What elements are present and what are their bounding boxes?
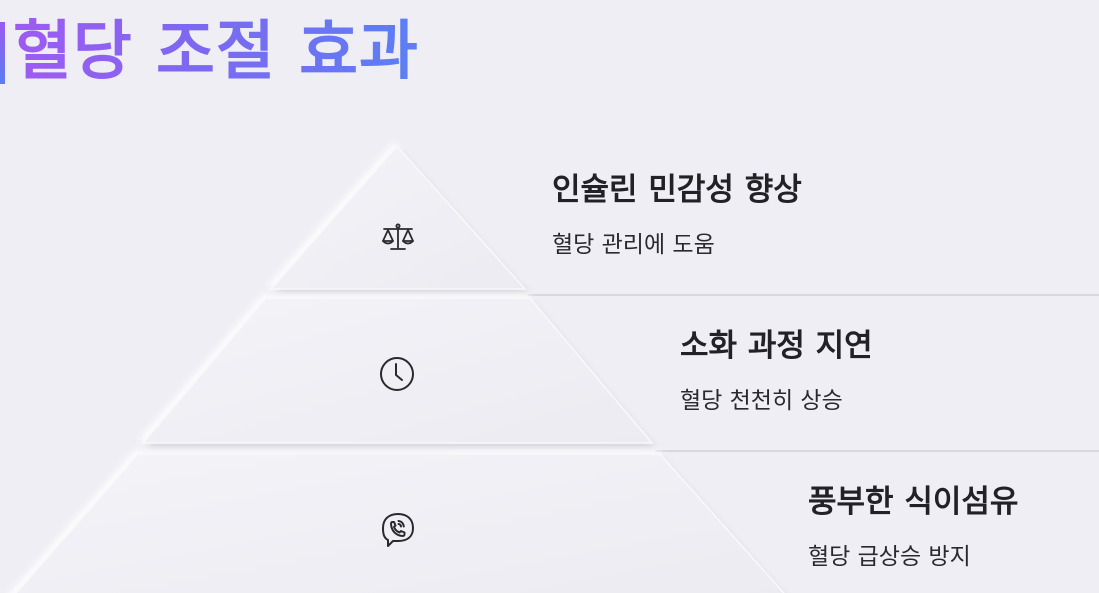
level-3-description: 혈당 급상승 방지 — [808, 544, 971, 570]
level-2-description: 혈당 천천히 상승 — [680, 388, 843, 414]
level-1-heading: 인슐린 민감성 향상 — [552, 172, 802, 208]
pyramid-tier-top — [269, 144, 527, 290]
level-3-heading: 풍부한 식이섬유 — [808, 484, 1019, 520]
level-3-text: 풍부한 식이섬유 혈당 급상승 방지 — [808, 482, 1018, 572]
pyramid-tier-middle — [141, 297, 654, 444]
level-2-heading: 소화 과정 지연 — [680, 328, 873, 364]
page-title: 혈당 조절 효과 — [13, 8, 419, 96]
level-1-text: 인슐린 민감성 향상 혈당 관리에 도움 — [552, 170, 802, 260]
clock-icon — [380, 357, 414, 391]
level-1-description: 혈당 관리에 도움 — [552, 232, 715, 258]
title-accent-bar — [0, 22, 5, 84]
balance-scale-icon — [382, 223, 414, 250]
chat-phone-icon — [382, 513, 414, 547]
level-2-text: 소화 과정 지연 혈당 천천히 상승 — [680, 326, 873, 416]
